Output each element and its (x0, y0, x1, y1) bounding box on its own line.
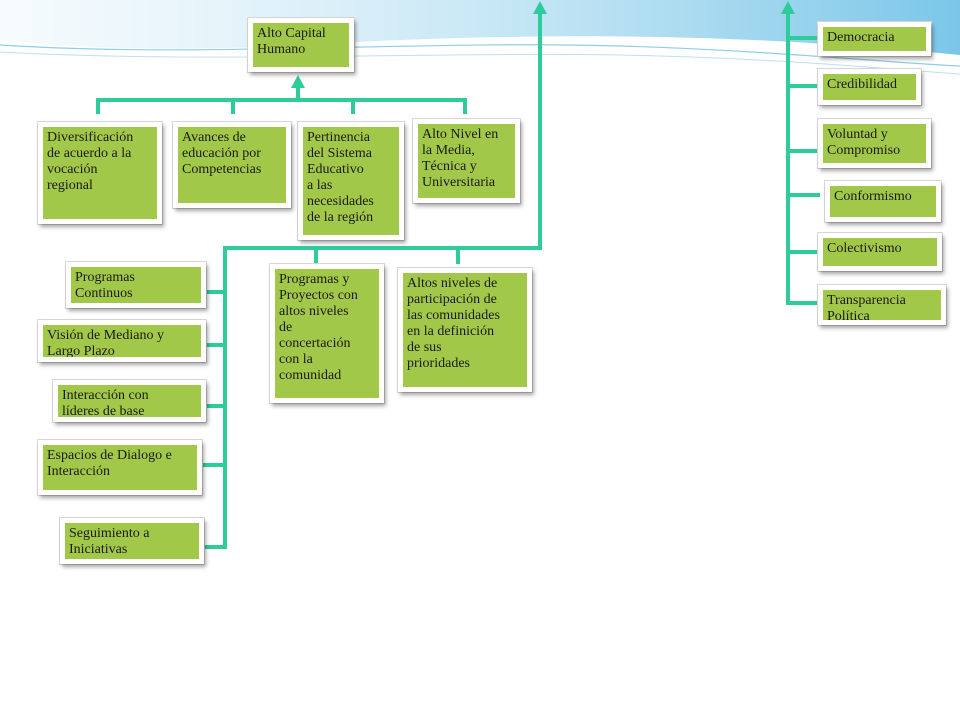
middle-node: Altos niveles de participación de las co… (398, 268, 532, 392)
value-node: Credibilidad (818, 69, 921, 105)
left-column-node: Interacción con líderes de base (53, 380, 206, 422)
pillar-node: Alto Nivel en la Media, Técnica y Univer… (413, 119, 520, 203)
left-column-node: Espacios de Dialogo e Interacción (38, 440, 202, 495)
root-node: Alto Capital Humano (248, 18, 354, 72)
background-swoosh (0, 0, 960, 75)
pillar-node: Diversificación de acuerdo a la vocación… (38, 122, 162, 224)
left-column-node: Programas Continuos (66, 262, 206, 308)
value-node: Transparencia Política (818, 285, 946, 325)
value-node: Democracia (818, 22, 931, 56)
pillar-node: Pertinencia del Sistema Educativo a las … (298, 122, 404, 240)
middle-node: Programas y Proyectos con altos niveles … (270, 264, 384, 403)
pillar-node: Avances de educación por Competencias (173, 122, 291, 208)
value-node: Colectivismo (818, 233, 942, 271)
left-column-node: Visión de Mediano y Largo Plazo (38, 320, 206, 362)
value-node: Voluntad y Compromiso (818, 119, 931, 168)
value-node: Conformismo (825, 181, 941, 222)
left-column-node: Seguimiento a Iniciativas (60, 518, 204, 564)
